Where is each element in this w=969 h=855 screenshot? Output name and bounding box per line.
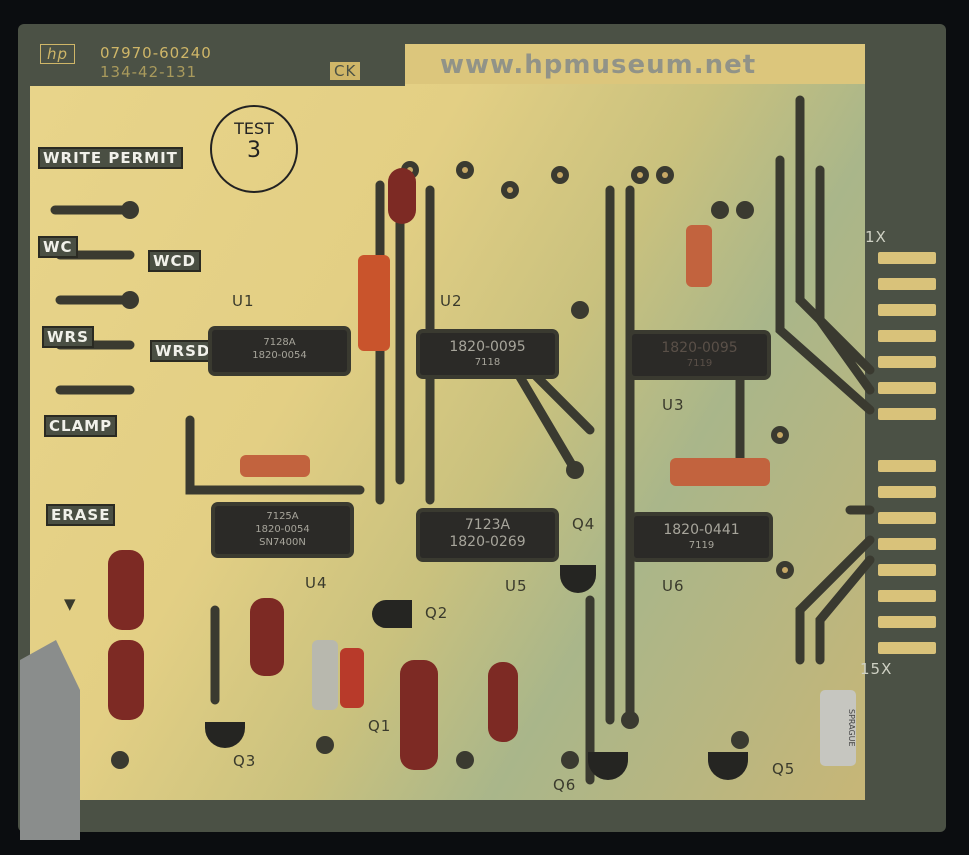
ref-u3: U3 — [662, 396, 685, 414]
capacitor — [108, 640, 144, 720]
resistor — [686, 225, 712, 287]
capacitor — [388, 168, 416, 224]
ic-text: 7123A — [464, 517, 511, 533]
ic-text: 7128A — [263, 337, 296, 348]
capacitor — [488, 662, 518, 742]
ic-text: 7125A — [266, 511, 299, 522]
ref-q3: Q3 — [233, 752, 257, 770]
hp-logo: hp — [40, 44, 76, 64]
ic-u2: 1820-0095 7118 — [420, 333, 555, 375]
transistor-q2 — [372, 600, 412, 628]
ref-u1: U1 — [232, 292, 255, 310]
ref-q6: Q6 — [553, 776, 577, 794]
label-clamp: CLAMP — [44, 415, 118, 437]
capacitor — [108, 550, 144, 630]
capacitor-silver — [312, 640, 338, 710]
ic-u6: 1820-0441 7119 — [634, 516, 769, 558]
ic-text: 1820-0054 — [255, 524, 310, 535]
part-number: 07970-60240 — [100, 44, 212, 62]
watermark: www.hpmuseum.net — [440, 50, 757, 80]
test-mark-line1: TEST — [234, 119, 274, 138]
ref-q2: Q2 — [425, 604, 449, 622]
ic-text: 1820-0054 — [252, 350, 307, 361]
ic-text: 7119 — [688, 540, 715, 551]
connector-label-1x: 1X — [865, 228, 887, 246]
ic-text: 1820-0441 — [663, 522, 740, 538]
ic-text: SN7400N — [259, 537, 306, 548]
label-write-permit: WRITE PERMIT — [38, 147, 183, 169]
label-wcd: WCD — [148, 250, 202, 272]
ic-text: 1820-0095 — [661, 340, 738, 356]
resistor — [240, 455, 310, 477]
ref-u6: U6 — [662, 577, 685, 595]
capacitor-red — [340, 648, 364, 708]
card-ejector — [20, 640, 80, 840]
label-arrow: ▼ — [64, 595, 77, 613]
label-erase: ERASE — [46, 504, 116, 526]
sprague-capacitor: SPRAGUE — [820, 690, 856, 766]
capacitor — [250, 598, 284, 676]
test-mark: TEST 3 — [210, 105, 298, 193]
transistor-q4 — [560, 565, 596, 593]
ic-text: 7119 — [686, 358, 713, 369]
date-code: 134-42-131 — [100, 63, 198, 81]
inspection-mark: CK — [330, 62, 361, 80]
ref-q4: Q4 — [572, 515, 596, 533]
ref-q5: Q5 — [772, 760, 796, 778]
board-plating — [405, 44, 865, 89]
ref-u5: U5 — [505, 577, 528, 595]
capacitor-red — [358, 255, 390, 351]
capacitor-red — [670, 458, 770, 486]
ic-text: 7118 — [474, 357, 501, 368]
label-wrs: WRS — [42, 326, 94, 348]
connector-label-15x: 15X — [860, 660, 893, 678]
ref-u4: U4 — [305, 574, 328, 592]
label-wc: WC — [38, 236, 78, 258]
capacitor — [400, 660, 438, 770]
label-wrsd: WRSD — [150, 340, 216, 362]
ic-u3: 1820-0095 7119 — [632, 334, 767, 376]
test-mark-line2: 3 — [247, 138, 261, 163]
ic-text: 1820-0269 — [449, 534, 526, 550]
ic-u1: 7128A 1820-0054 — [212, 330, 347, 372]
ref-u2: U2 — [440, 292, 463, 310]
ic-text: 1820-0095 — [449, 339, 526, 355]
ref-q1: Q1 — [368, 717, 392, 735]
